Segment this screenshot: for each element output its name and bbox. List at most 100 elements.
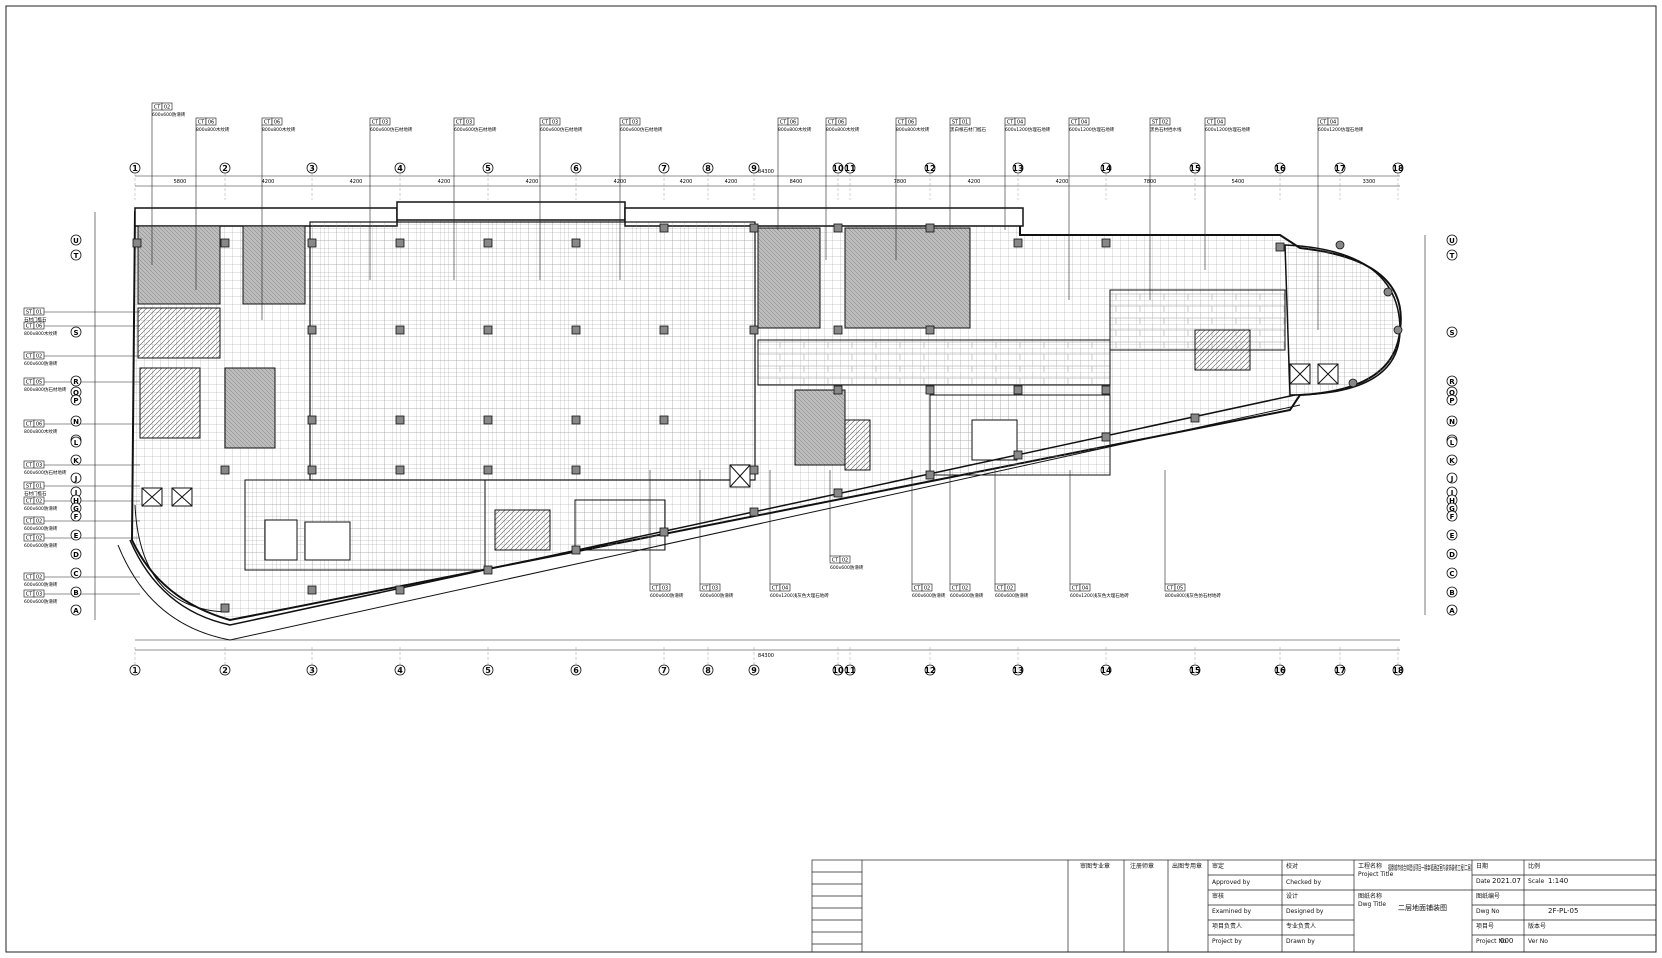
overall-dimension: 84300: [758, 169, 774, 175]
left-tag-num-box: [33, 307, 45, 316]
grid-number: 1: [132, 666, 138, 675]
top-tag-num-box: [787, 117, 799, 126]
top-tag-num: 04: [1217, 120, 1223, 126]
top-tag-num-box: [161, 102, 173, 111]
top-tag-num: 03: [632, 120, 638, 126]
grid-number: 8: [705, 164, 711, 173]
overall-dimension: 84300: [758, 653, 774, 659]
top-tag-num: 04: [1330, 120, 1336, 126]
left-tag-note: 800x800木纹砖: [24, 428, 58, 435]
left-tag-num-box: [33, 460, 45, 469]
grid-letter: P: [73, 397, 78, 405]
top-tag-num-box: [835, 117, 847, 126]
grid-number: 13: [1012, 164, 1023, 173]
bottom-tag-code: CT: [997, 586, 1004, 592]
left-tag-num-box: [33, 589, 45, 598]
top-tag-code: ST: [1152, 120, 1159, 126]
dimension-text: 4200: [1056, 179, 1069, 185]
grid-bubble: [1446, 415, 1458, 427]
grid-letter: I: [75, 489, 78, 497]
bottom-tag-note: 600x600防滑砖: [830, 564, 864, 571]
checked-en: Checked by: [1286, 879, 1321, 886]
top-tag-num-box: [959, 117, 971, 126]
bottom-tag-code: CT: [832, 558, 839, 564]
left-tag-code: CT: [26, 575, 33, 581]
ver-en: Ver No: [1528, 938, 1548, 945]
axis-left: UTSRQPNMLKJIHGFEDCBA: [70, 234, 82, 616]
top-tag-code: CT: [828, 120, 835, 126]
grid-bubble: [1446, 529, 1458, 541]
examined-label: 审核: [1212, 892, 1224, 900]
grid-number: 7: [661, 164, 667, 173]
dimension-text: 5400: [1232, 179, 1245, 185]
dimension-text: 3300: [1363, 179, 1376, 185]
left-tag-note: 600x600防滑砖: [24, 360, 58, 367]
grid-letter: R: [1449, 378, 1455, 386]
left-tag-code: CT: [26, 463, 33, 469]
grid-number: 9: [751, 666, 757, 675]
left-tag-note: 石材门槛石: [24, 316, 47, 323]
grid-bubble: [1446, 454, 1458, 466]
left-tag-code: CT: [26, 592, 33, 598]
bottom-tag-code: CT: [1167, 586, 1174, 592]
grid-bubble: [70, 375, 82, 387]
grid-number: 14: [1100, 164, 1112, 173]
building-outline: [117, 201, 1402, 641]
top-tag-note: 800x800木纹砖: [826, 126, 860, 133]
top-tag-code: CT: [1207, 120, 1214, 126]
top-tag-note: 600x600仿石材地砖: [454, 126, 497, 133]
top-tag-num-box: [1214, 117, 1226, 126]
grid-number: 14: [1100, 666, 1112, 675]
left-tag-num: 06: [36, 324, 42, 330]
grid-number: 13: [1012, 666, 1023, 675]
grid-number: 2: [222, 164, 228, 173]
scale-label: 比例: [1528, 862, 1540, 870]
top-tag-note: 600x600防滑砖: [152, 111, 186, 118]
grid-bubble: [1446, 394, 1458, 406]
top-tag-code: CT: [1007, 120, 1014, 126]
bottom-tag-num: 02: [842, 558, 848, 564]
bottom-tag-num: 02: [924, 586, 930, 592]
left-tag-num: 01: [36, 484, 42, 490]
bottom-tag-num: 03: [712, 586, 718, 592]
grid-number: 12: [924, 164, 935, 173]
left-tag-note: 600x600仿石材地砖: [24, 469, 67, 476]
elevator-icon: [141, 363, 1339, 507]
top-tag-code: CT: [372, 120, 379, 126]
grid-letter: R: [73, 378, 79, 386]
grid-number: 4: [397, 164, 403, 173]
top-tag-note: 600x1200仿理石地砖: [1205, 126, 1251, 133]
dimension-text: 4200: [262, 179, 275, 185]
top-tag-note: 800x800木纹砖: [778, 126, 812, 133]
top-tag-num-box: [379, 117, 391, 126]
grid-bubble: [70, 586, 82, 598]
bottom-tag-note: 600x1200浅灰色大理石地砖: [770, 592, 829, 599]
bottom-tag-note: 600x600防滑砖: [700, 592, 734, 599]
grid-letter: J: [1450, 475, 1454, 483]
bottom-tag-num: 03: [662, 586, 668, 592]
dimension-lines: [94, 175, 1426, 651]
grid-number: 6: [573, 666, 579, 675]
dimension-text: 7800: [1144, 179, 1157, 185]
grid-bubble: [1446, 604, 1458, 616]
grid-bubble: [70, 249, 82, 261]
approved-label: 审定: [1212, 862, 1224, 870]
designed-label: 设计: [1286, 892, 1298, 900]
grid-bubble: [1446, 567, 1458, 579]
bottom-tag-num-box: [659, 583, 671, 592]
top-tag-num-box: [1327, 117, 1339, 126]
top-tag-code: CT: [198, 120, 205, 126]
grid-number: 12: [924, 666, 935, 675]
grid-letter: N: [1449, 418, 1455, 426]
dwg-no-en: Dwg No: [1476, 908, 1500, 915]
project-no-value: 000: [1500, 937, 1513, 945]
grid-letter: K: [73, 457, 79, 465]
left-tag-note: 石材门槛石: [24, 490, 47, 497]
left-tag-note: 800x800木纹砖: [24, 330, 58, 337]
top-tag-code: CT: [780, 120, 787, 126]
left-tag-code: CT: [26, 519, 33, 525]
grid-number: 4: [397, 666, 403, 675]
bottom-tag-num: 02: [962, 586, 968, 592]
